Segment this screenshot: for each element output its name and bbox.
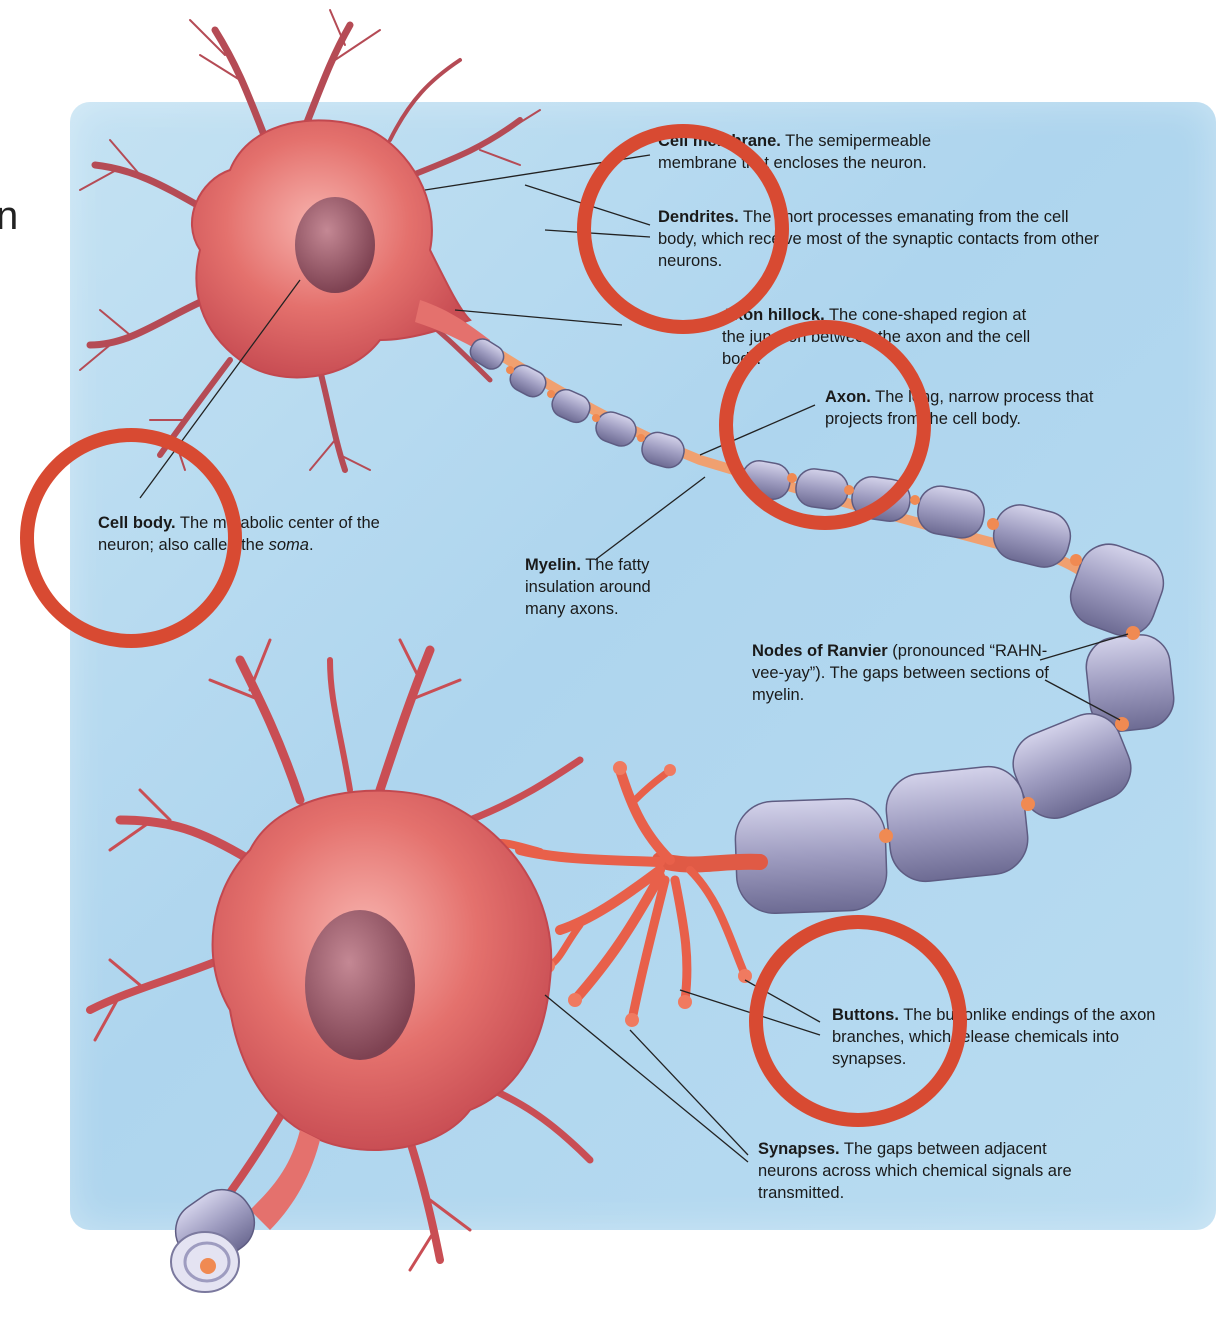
highlight-circle-cell-body [20,428,242,648]
top-nucleus [295,197,375,293]
label-myelin: Myelin. The fatty insulation around many… [525,554,695,620]
label-synapses: Synapses. The gaps between adjacent neur… [758,1138,1078,1204]
label-nodes-of-ranvier: Nodes of Ranvier (pronounced “RAHN-vee-y… [752,640,1052,706]
highlight-circle-dendrites [577,124,789,334]
bottom-nucleus [305,910,415,1060]
highlight-circle-buttons [749,915,967,1127]
bottom-myelin-roll [164,1178,266,1292]
highlight-circle-axon [719,320,931,530]
